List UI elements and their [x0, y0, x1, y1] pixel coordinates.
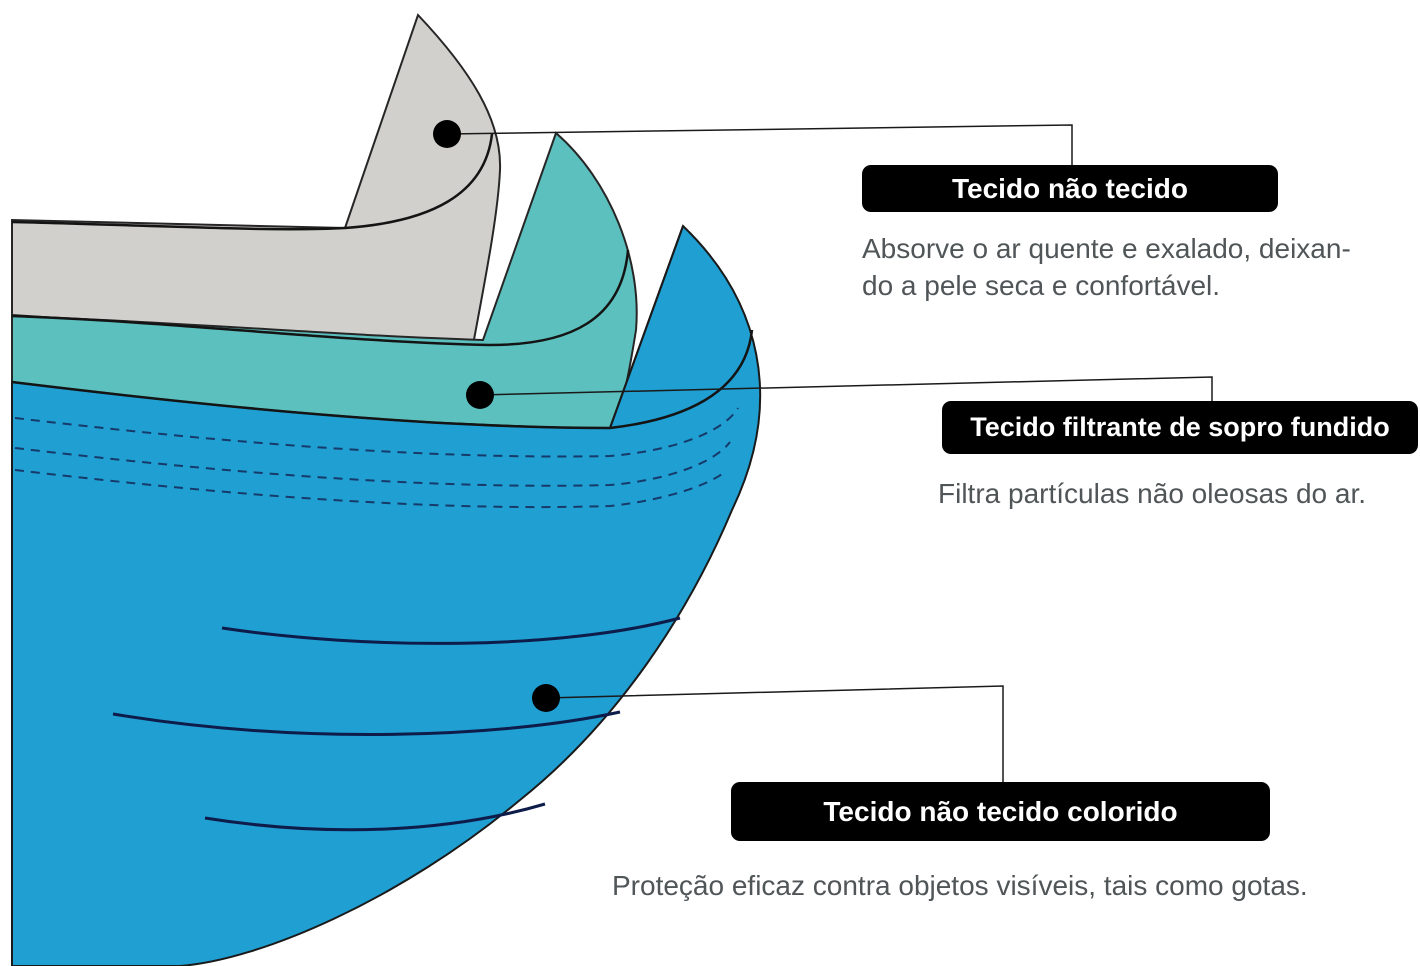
nonwoven-strap: [11, 13, 502, 347]
colored-top-edge: [11, 329, 754, 430]
leader-line-nonwoven: [446, 124, 1073, 166]
meltblown-edge: [11, 249, 630, 347]
layer-colored: [11, 224, 762, 966]
stitch-line-2: [14, 441, 731, 487]
description-colored: Proteção eficaz contra objetos visíveis,…: [612, 870, 1308, 901]
label-meltblown: Tecido filtrante de sopro fundido: [942, 401, 1418, 454]
fold-line-1: [221, 616, 681, 645]
leader-lines: [446, 124, 1213, 783]
fold-line-2: [112, 710, 621, 736]
label-nonwoven: Tecido não tecido: [862, 165, 1278, 212]
colored-inner-edge: [609, 225, 684, 429]
leader-line-meltblown: [479, 376, 1213, 402]
stitch-line-1: [14, 407, 739, 458]
fold-line-3: [204, 802, 546, 832]
nonwoven-edge: [11, 133, 494, 231]
label-colored: Tecido não tecido colorido: [731, 782, 1270, 841]
stitch-line-3: [14, 469, 723, 509]
layer-nonwoven: [11, 13, 502, 347]
marker-dot-meltblown: [466, 381, 494, 409]
marker-dot-colored: [532, 684, 560, 712]
description-nonwoven-line-1: Absorve o ar quente e exalado, deixan-: [862, 233, 1351, 264]
leader-line-colored: [545, 685, 1004, 783]
marker-dot-nonwoven: [433, 120, 461, 148]
description-nonwoven-line-2: do a pele seca e confortável.: [862, 270, 1221, 301]
description-meltblown: Filtra partículas não oleosas do ar.: [938, 478, 1367, 509]
